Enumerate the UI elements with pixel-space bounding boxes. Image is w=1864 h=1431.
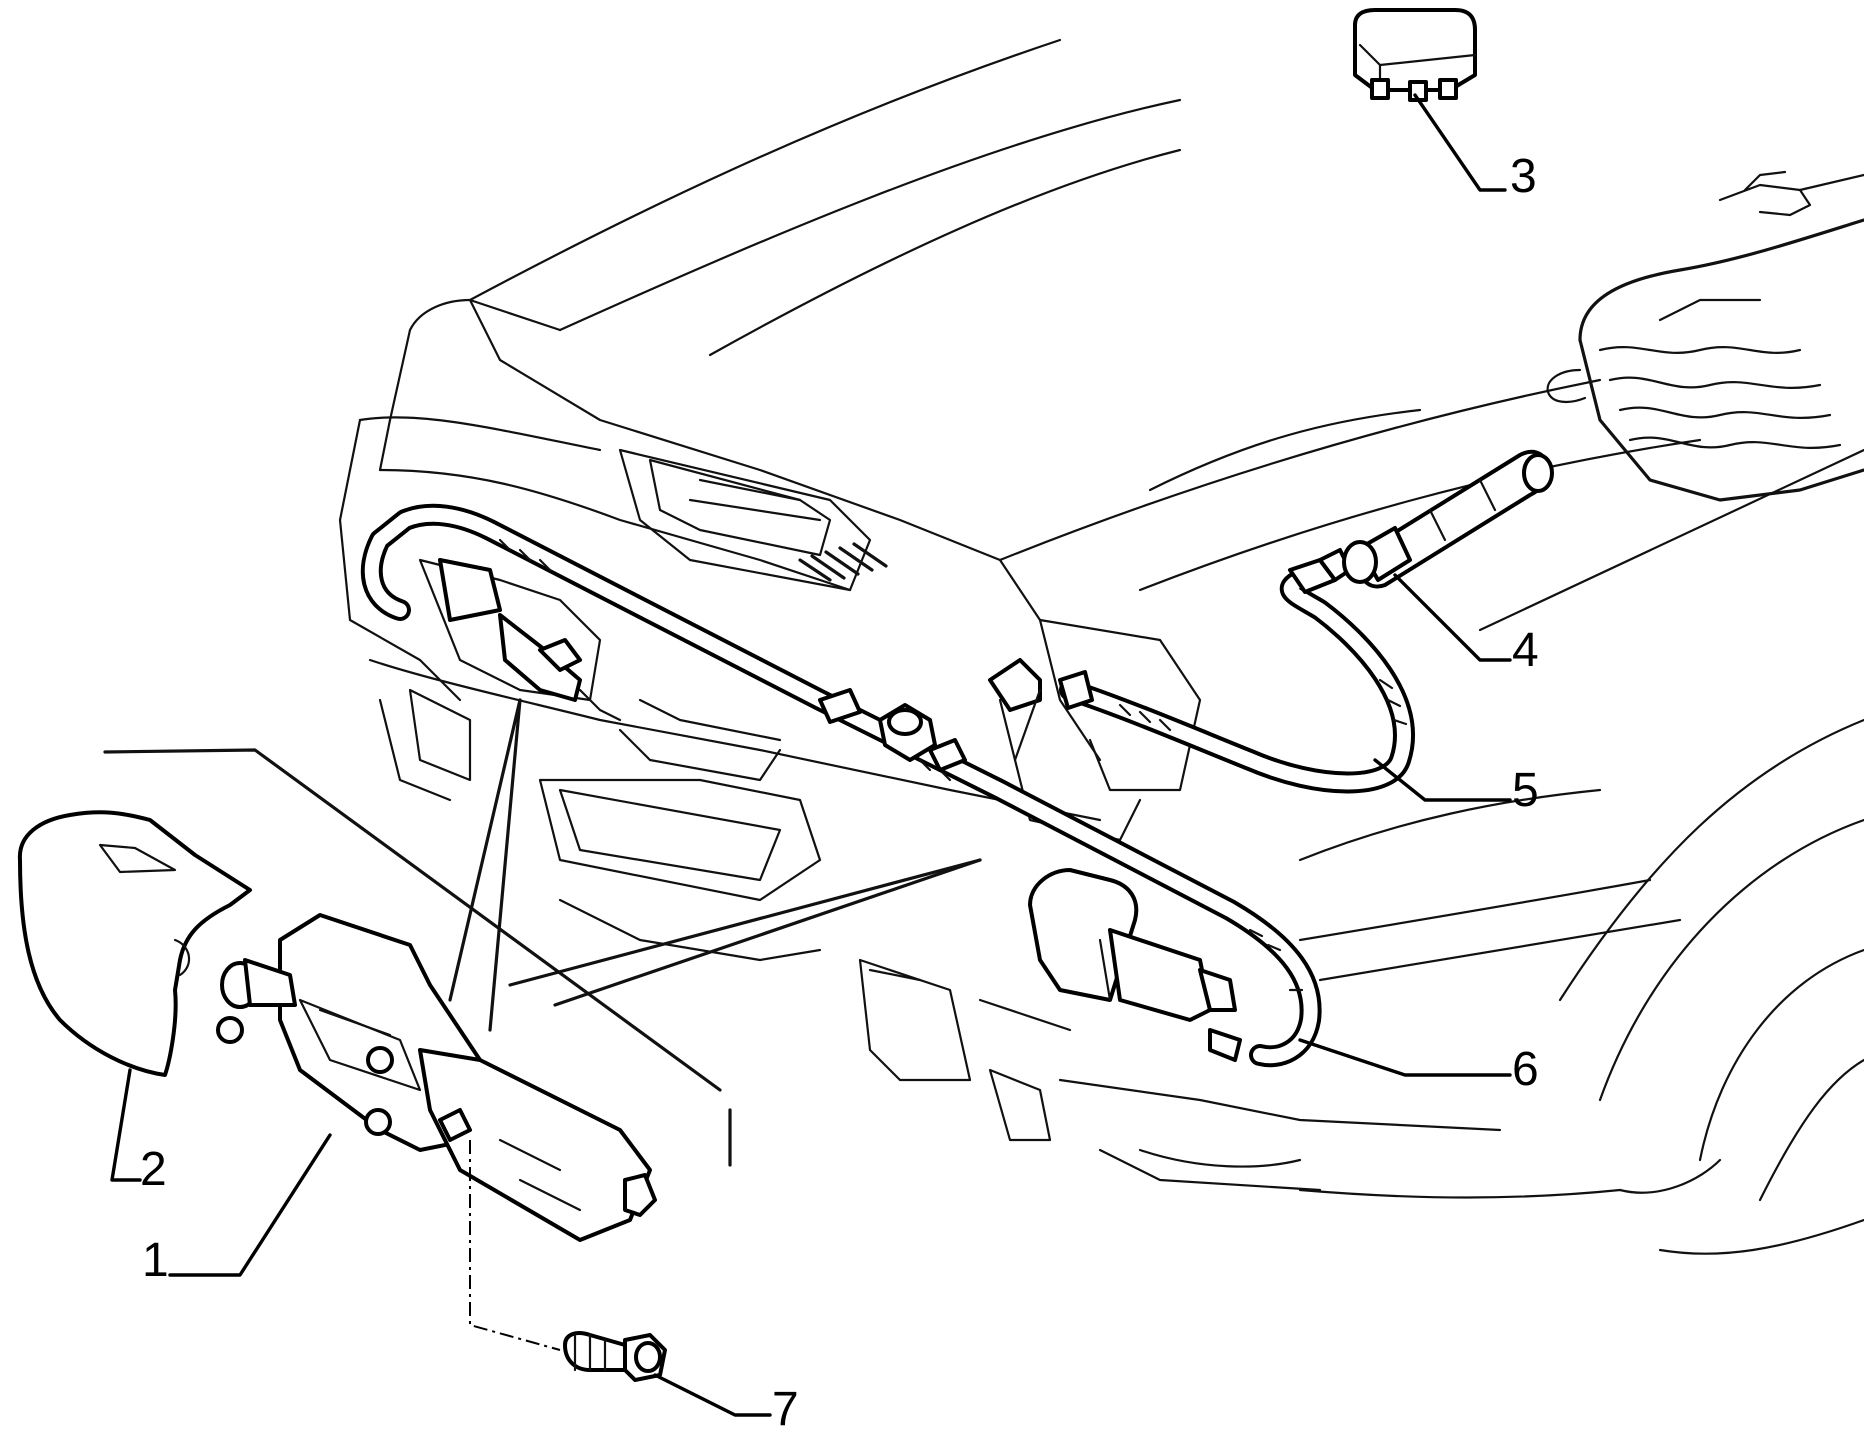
washer-reservoir [1546, 170, 1864, 502]
assembly-axis-line [469, 1140, 561, 1351]
callout-labels: 1 2 3 4 5 6 7 [140, 150, 1539, 1431]
leader-2 [110, 1068, 142, 1182]
cover-part-2 [17, 810, 252, 1077]
callout-2: 2 [140, 1143, 167, 1196]
callout-leaders [110, 93, 1512, 1417]
car-body-outline [338, 38, 1864, 1255]
callout-3: 3 [1510, 150, 1537, 203]
callout-6: 6 [1512, 1043, 1539, 1096]
pump-part-1 [216, 913, 657, 1242]
leader-3 [1413, 93, 1507, 192]
callout-1: 1 [142, 1234, 169, 1287]
leader-5 [1373, 758, 1512, 802]
leader-6 [1298, 1038, 1512, 1077]
leader-7 [653, 1373, 772, 1417]
hose-part-5 [1059, 548, 1415, 794]
screw-part-7 [563, 1331, 667, 1382]
tee-fitting [818, 658, 1094, 772]
callout-5: 5 [1512, 764, 1539, 817]
leader-4 [1393, 573, 1512, 662]
nozzle-part-4 [1342, 449, 1554, 589]
relay-part-3 [1353, 8, 1477, 102]
right-washer-unit [1028, 868, 1242, 1062]
explode-lines [103, 698, 982, 1167]
callout-7: 7 [772, 1383, 799, 1431]
leader-1 [168, 1133, 332, 1277]
callout-4: 4 [1512, 624, 1539, 677]
left-washer-unit [438, 558, 622, 722]
